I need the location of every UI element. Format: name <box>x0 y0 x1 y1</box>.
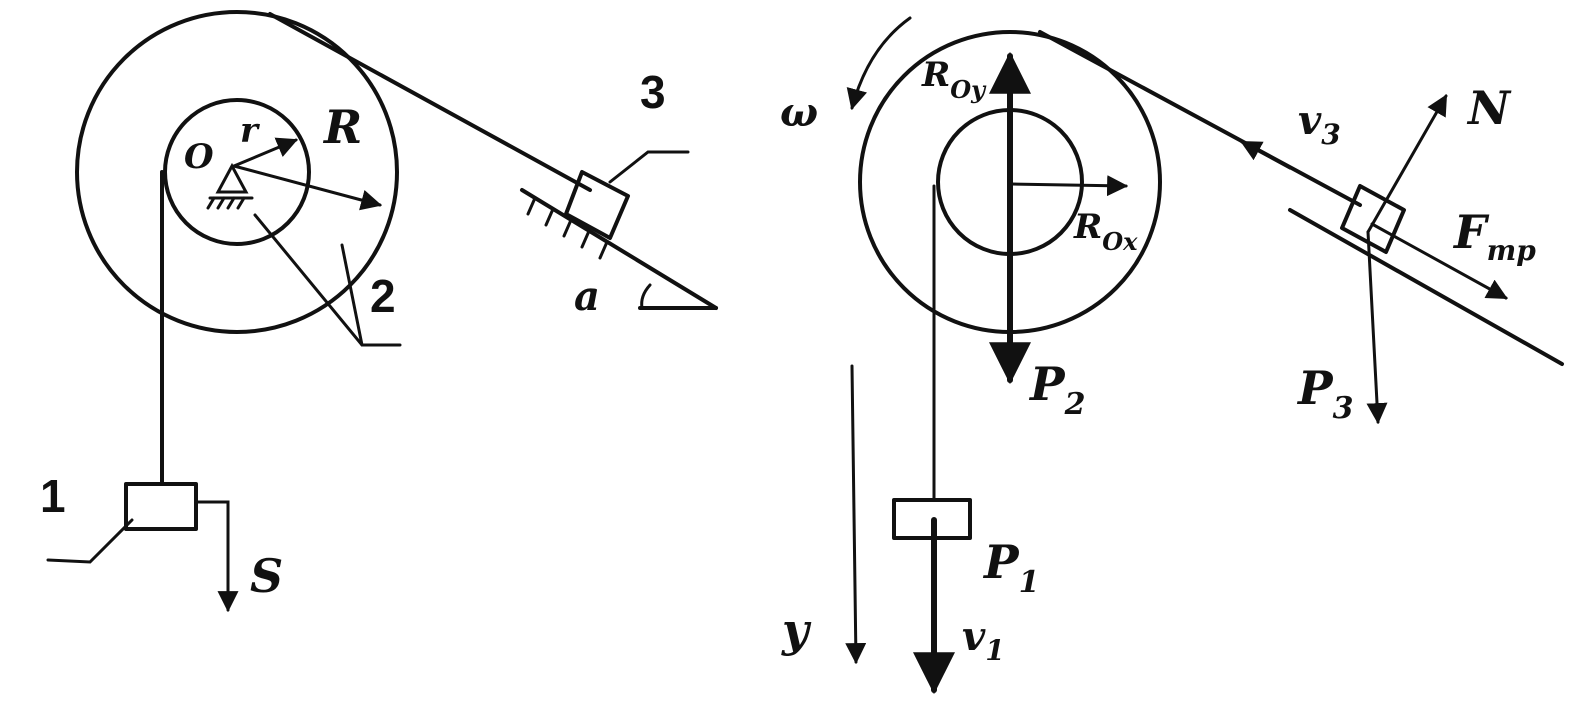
block-1 <box>124 482 198 531</box>
pivot-support-icon <box>206 162 254 210</box>
label-body-3: 3 <box>640 66 666 118</box>
label-axis-y: y <box>781 603 812 657</box>
label-velocity-3-main: v <box>1298 97 1322 144</box>
label-friction-sub: mp <box>1487 234 1537 267</box>
label-weight-2: P2 <box>1028 357 1085 422</box>
label-reaction-y-sub: Oy <box>950 75 987 104</box>
label-velocity-1-sub: 1 <box>985 634 1004 667</box>
label-small-radius: r <box>240 111 260 151</box>
leader-3 <box>608 150 690 184</box>
label-friction: Fmp <box>1452 205 1536 267</box>
label-omega: ω <box>780 89 818 136</box>
leader-2-branch <box>340 243 364 347</box>
left-outer-pulley <box>75 10 399 334</box>
left-figure: O r R 1 2 3 a S <box>40 10 718 613</box>
label-normal: N <box>1466 81 1512 135</box>
normal-force-arrow <box>1366 94 1448 234</box>
block-3 <box>564 170 630 240</box>
right-rope-to-block-3 <box>1038 30 1362 207</box>
label-reaction-x: ROx <box>1073 207 1138 256</box>
label-reaction-x-sub: Ox <box>1102 227 1138 256</box>
label-center-o: O <box>184 137 214 177</box>
label-large-radius: R <box>322 100 362 154</box>
right-block-3 <box>1340 184 1406 254</box>
weight-3-arrow <box>1366 230 1388 425</box>
label-weight-2-main: P <box>1028 357 1066 411</box>
right-incline-surface <box>1288 208 1564 366</box>
y-axis-arrow <box>845 364 867 665</box>
friction-force-arrow <box>1370 222 1508 300</box>
label-displacement-s: S <box>250 549 283 603</box>
incline-surface <box>520 188 718 310</box>
label-velocity-3: v3 <box>1298 97 1341 151</box>
left-rope-to-block-3 <box>268 12 592 192</box>
label-reaction-y: ROy <box>921 55 987 104</box>
velocity-3-arrow <box>1240 140 1292 170</box>
right-figure: ω ROy ROx P2 P1 v1 v3 N Fmp P3 y <box>780 16 1564 695</box>
incline-hatching <box>526 196 609 260</box>
label-reaction-x-main: R <box>1073 207 1102 247</box>
small-radius-arrow <box>232 137 298 168</box>
label-angle: a <box>574 273 600 320</box>
label-friction-main: F <box>1452 205 1490 259</box>
label-weight-3: P3 <box>1296 361 1353 426</box>
label-weight-3-sub: 3 <box>1333 391 1354 426</box>
label-weight-2-sub: 2 <box>1064 387 1086 422</box>
angle-arc <box>640 283 652 310</box>
label-weight-1-sub: 1 <box>1019 565 1040 600</box>
label-weight-3-main: P <box>1296 361 1334 415</box>
reaction-x-arrow <box>1010 175 1129 197</box>
leader-1 <box>46 518 134 564</box>
label-velocity-1: v1 <box>962 613 1005 667</box>
label-velocity-3-sub: 3 <box>1321 118 1340 151</box>
large-radius-arrow <box>232 164 383 211</box>
label-reaction-y-main: R <box>921 55 950 95</box>
left-inner-pulley <box>163 98 311 246</box>
label-body-1: 1 <box>40 470 66 522</box>
omega-rotation-arrow <box>846 16 912 111</box>
label-weight-1-main: P <box>982 535 1020 589</box>
displacement-arrow-s <box>194 500 239 613</box>
label-velocity-1-main: v <box>962 613 986 660</box>
label-weight-1: P1 <box>982 535 1039 600</box>
label-body-2: 2 <box>370 270 396 322</box>
